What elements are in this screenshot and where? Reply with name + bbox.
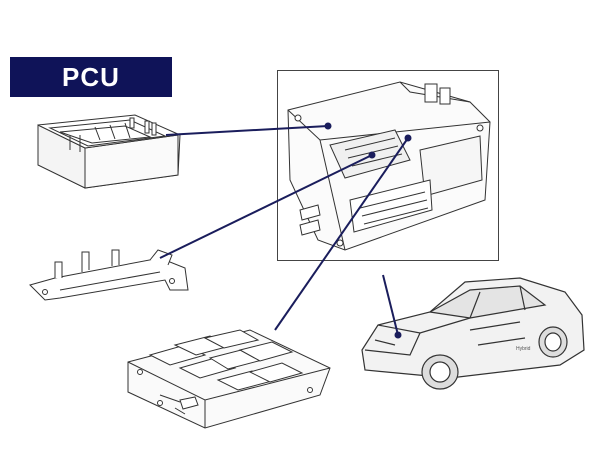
vehicle — [361, 277, 585, 390]
vehicle-badge: Hybrid — [516, 346, 531, 352]
leader-dots — [324, 122, 412, 339]
cooling-plate — [127, 329, 331, 429]
leader-line-lid — [165, 125, 329, 136]
leader-lines — [159, 125, 409, 336]
leader-line-plate — [274, 137, 409, 331]
leader-line-vehicle — [382, 274, 399, 336]
pcu-lid-cover — [37, 114, 181, 189]
leader-line-busbar — [159, 154, 373, 259]
busbar-bracket — [29, 249, 189, 301]
title-banner: PCU — [10, 57, 172, 97]
title-text: PCU — [62, 61, 120, 92]
